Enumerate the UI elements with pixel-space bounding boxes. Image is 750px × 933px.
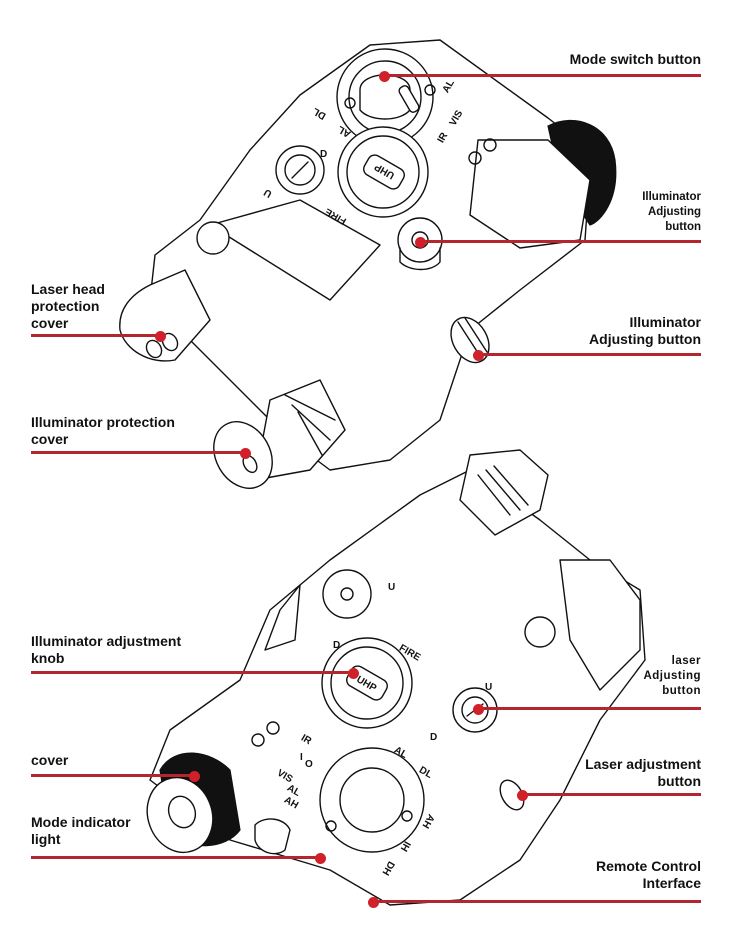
engraving-u: U xyxy=(388,582,395,593)
engraving-ih: IH xyxy=(398,839,413,853)
callout-dot xyxy=(473,350,484,361)
dial-screw xyxy=(402,811,412,821)
leader-cover xyxy=(31,774,195,777)
dial-screw xyxy=(326,821,336,831)
engraving-u: U xyxy=(485,682,492,693)
hex-screw xyxy=(469,152,481,164)
bottom-device: U D UHP FIRE U D IR I O VIS AL AH AL DL … xyxy=(137,450,645,905)
leader-laser-adjusting-button xyxy=(478,707,701,710)
top-laser-knob xyxy=(285,155,315,185)
callout-dot xyxy=(155,331,166,342)
engraving-d: D xyxy=(320,149,327,160)
bottom-illuminator-knurl xyxy=(478,466,528,515)
label-illuminator-adjusting-button-top: Illuminator Adjusting button xyxy=(642,191,701,233)
engraving-o: O xyxy=(305,759,313,770)
cover-face xyxy=(137,768,223,861)
callout-dot xyxy=(189,771,200,782)
laser-aperture xyxy=(143,338,164,361)
engraving-i: I xyxy=(300,752,303,763)
top-plate xyxy=(210,200,380,300)
bottom-laser-knob-inner xyxy=(462,697,488,723)
top-device: UHP FIRE DL AL IR VIS AL D U xyxy=(120,40,616,499)
dial-screw xyxy=(345,98,355,108)
label-mode-indicator-light: Mode indicator light xyxy=(31,814,131,847)
label-cover: cover xyxy=(31,752,69,768)
label-illuminator-adjustment-knob: Illuminator adjustment knob xyxy=(31,633,182,666)
leader-laser-adjustment-button xyxy=(522,793,701,796)
label-laser-head-protection-cover: Laser head protection cover xyxy=(31,281,105,331)
hex-screw xyxy=(252,734,264,746)
leader-remote-control-interface xyxy=(373,900,701,903)
engraving-d: D xyxy=(430,732,437,743)
engraving-u: U xyxy=(262,186,274,199)
dial-screw xyxy=(425,85,435,95)
label-laser-adjusting-button: laser Adjusting button xyxy=(643,655,701,697)
uhp-badge xyxy=(361,152,407,191)
side-grip xyxy=(265,585,300,650)
callout-dot xyxy=(379,71,390,82)
bottom-illuminator-knob-center xyxy=(341,588,353,600)
callout-dot xyxy=(517,790,528,801)
top-laser-knob-slot xyxy=(292,162,308,178)
mode-switch-tab xyxy=(398,84,421,113)
label-remote-control-interface: Remote Control Interface xyxy=(596,858,701,891)
callout-dot xyxy=(415,237,426,248)
bottom-laser-head xyxy=(560,560,640,690)
label-illuminator-adjusting-button-side: Illuminator Adjusting button xyxy=(589,314,701,347)
top-button xyxy=(197,222,229,254)
illuminator-knurl xyxy=(285,395,335,455)
leader-illuminator-adjustment-knob xyxy=(31,671,354,674)
bottom-button xyxy=(525,617,555,647)
leader-laser-head-protection-cover xyxy=(31,334,161,337)
leader-illuminator-adjusting-button-top xyxy=(420,240,701,243)
callout-dot xyxy=(315,853,326,864)
cover-aperture xyxy=(164,793,199,832)
leader-illuminator-adjusting-button-side xyxy=(478,353,701,356)
mode-indicator-light-shape xyxy=(255,819,290,854)
leader-illuminator-protection-cover xyxy=(31,451,246,454)
callout-dot xyxy=(368,897,379,908)
hex-screw xyxy=(484,139,496,151)
label-mode-switch-button: Mode switch button xyxy=(569,51,701,67)
leader-mode-switch-button xyxy=(384,74,701,77)
top-fire-button xyxy=(347,136,419,208)
callout-dot xyxy=(473,704,484,715)
label-laser-adjustment-button: Laser adjustment button xyxy=(585,756,701,789)
bottom-illuminator-barrel xyxy=(460,450,548,535)
hex-screw xyxy=(267,722,279,734)
bottom-fire-button xyxy=(331,647,403,719)
bottom-illuminator-knob xyxy=(323,570,371,618)
top-illuminator-knob-knurl xyxy=(400,248,440,270)
leader-mode-indicator-light xyxy=(31,856,321,859)
label-illuminator-protection-cover: Illuminator protection cover xyxy=(31,414,175,447)
bottom-mode-dial xyxy=(340,768,404,832)
engraving-d: D xyxy=(333,640,340,651)
callout-dot xyxy=(240,448,251,459)
callout-dot xyxy=(348,668,359,679)
